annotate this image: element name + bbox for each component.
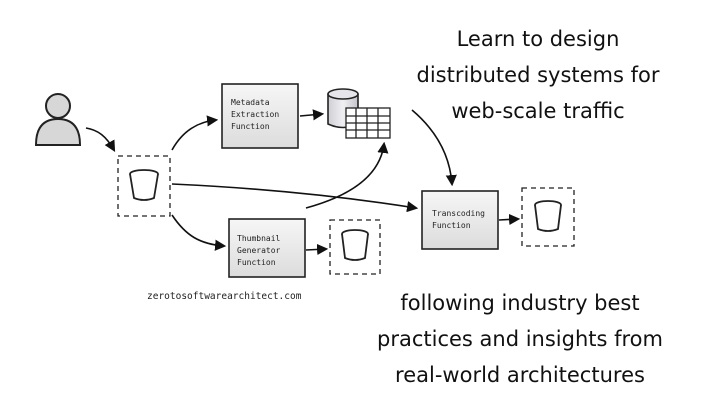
arrow-thumbnail-to-bucket <box>305 243 329 256</box>
tagline-line-1: following industry best <box>400 291 639 315</box>
bucket-icon <box>341 229 369 261</box>
table-icon <box>345 107 391 139</box>
arrow-transcoding-to-bucket <box>498 213 521 226</box>
headline: Learn to design distributed systems for … <box>416 27 659 123</box>
credit-url: zerotosoftwarearchitect.com <box>147 291 302 302</box>
thumbnail-label-1: Thumbnail <box>237 234 281 243</box>
metadata-label-1: Metadata <box>231 98 270 107</box>
arrow-table-to-transcoding <box>411 109 457 187</box>
transcoding-label-1: Transcoding <box>432 209 485 218</box>
headline-line-1: Learn to design <box>457 27 620 51</box>
arrow-metadata-to-database <box>299 109 325 121</box>
headline-line-3: web-scale traffic <box>451 99 624 123</box>
flow-arrows <box>85 109 521 256</box>
arrow-user-to-bucket <box>85 127 116 152</box>
user-icon <box>34 93 82 146</box>
headline-line-2: distributed systems for <box>416 63 659 87</box>
thumbnail-generator-function: Thumbnail Generator Function <box>228 218 306 278</box>
thumbnail-label-2: Generator <box>237 246 281 255</box>
arrow-bucket-to-metadata <box>171 115 219 151</box>
transcoding-function: Transcoding Function <box>421 190 499 250</box>
metadata-label-2: Extraction <box>231 110 279 119</box>
arrow-bucket-to-thumbnail <box>171 214 227 251</box>
bucket-icon <box>129 169 159 201</box>
transcoding-bucket <box>521 187 575 247</box>
metadata-extraction-function: Metadata Extraction Function <box>221 83 299 149</box>
tagline-line-3: real-world architectures <box>395 363 645 387</box>
tagline-line-2: practices and insights from <box>377 327 663 351</box>
arrow-thumbnail-to-table <box>305 141 389 209</box>
metadata-label-3: Function <box>231 122 270 131</box>
upload-bucket <box>117 155 171 217</box>
thumbnail-label-3: Function <box>237 258 276 267</box>
thumbnail-bucket <box>329 219 381 275</box>
arrow-bucket-to-transcoding <box>171 183 419 213</box>
bucket-icon <box>534 200 562 232</box>
transcoding-label-2: Function <box>432 221 471 230</box>
tagline: following industry best practices and in… <box>377 291 663 387</box>
